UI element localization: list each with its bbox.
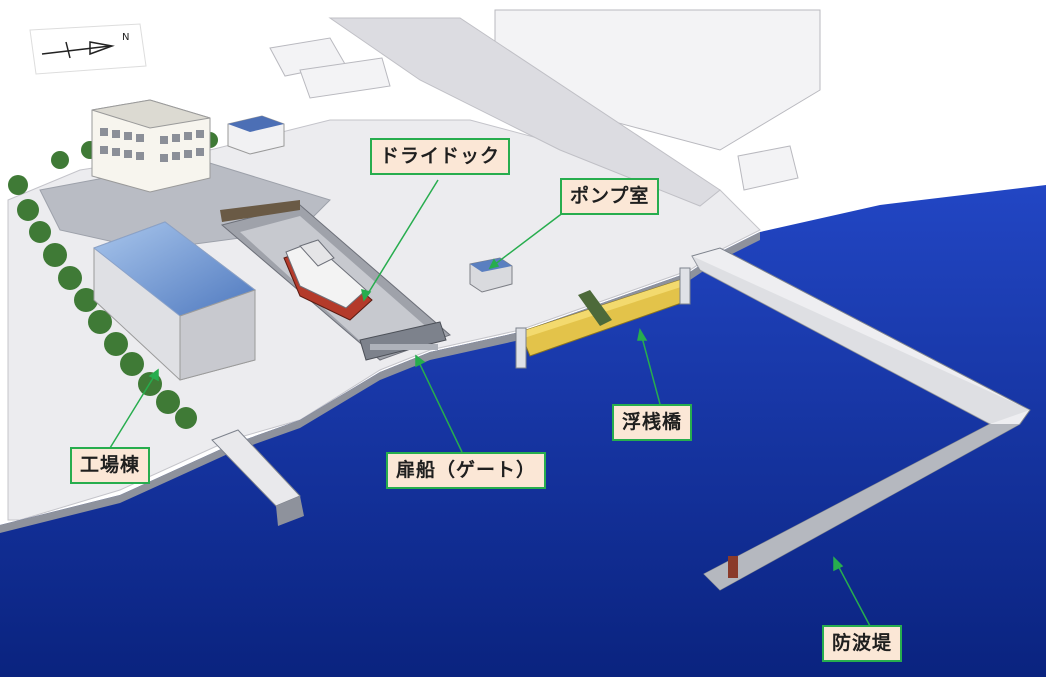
leader-pump: [489, 211, 565, 269]
small-building: [227, 115, 285, 155]
factory-building: [92, 221, 257, 381]
leader-drydock: [363, 179, 439, 301]
label-drydock: ドライドック: [370, 138, 511, 175]
gate-caisson: [359, 321, 447, 361]
leader-breakwater: [833, 557, 871, 627]
label-pump-room: ポンプ室: [560, 178, 660, 215]
floating-pier: [515, 267, 691, 369]
leader-lines: [109, 179, 871, 627]
label-pontoon: 浮桟橋: [612, 404, 693, 441]
jetty: [211, 429, 304, 526]
dry-dock: [220, 200, 451, 361]
label-factory: 工場棟: [70, 447, 151, 484]
leader-factory: [109, 369, 159, 449]
leader-pontoon: [639, 329, 661, 405]
label-breakwater: 防波堤: [822, 625, 903, 662]
ship-in-dock: [283, 239, 373, 321]
access-road: [328, 17, 721, 207]
north-letter: N: [122, 32, 129, 43]
breakwater-structure: [691, 247, 1031, 591]
north-arrow-icon: N: [29, 23, 147, 75]
label-gate: 扉船（ゲート）: [386, 452, 547, 489]
leader-gate: [415, 355, 463, 453]
office-building: [91, 99, 211, 193]
